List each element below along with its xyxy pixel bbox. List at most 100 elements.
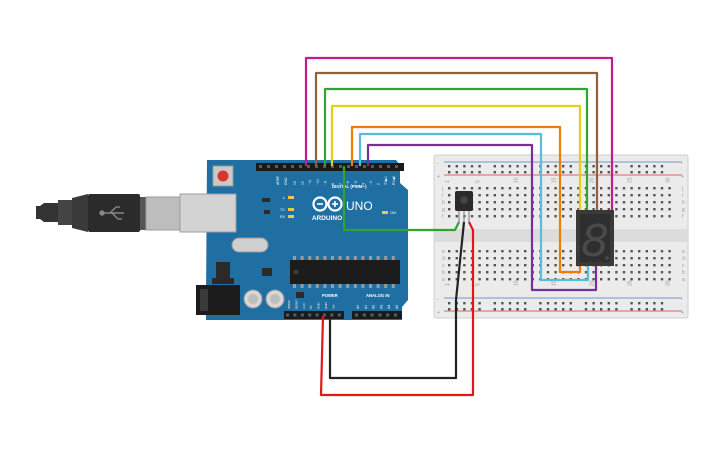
digital-pin-label: ~6	[346, 181, 350, 185]
digital-pin-label: 7	[339, 183, 343, 185]
row-label: b	[682, 270, 685, 276]
power-header	[284, 311, 344, 319]
analog-pin-label: A3	[379, 305, 383, 309]
atmega-chip	[290, 256, 400, 288]
arduino-uno-board[interactable]: ARDUINO UNO DIGITAL (PWM~) POWER ANALOG …	[179, 160, 408, 320]
status-leds	[288, 196, 388, 218]
on-label: ON	[390, 210, 396, 215]
digital-pin-label: 13	[293, 181, 297, 185]
row-label: b	[442, 270, 445, 276]
power-pin-label: 5V	[309, 305, 313, 309]
power-pin-label: RESET	[294, 299, 298, 309]
digital-pin-label: TX▶1	[384, 176, 388, 185]
display-digit: 8	[581, 216, 609, 267]
wire-red[interactable]	[319, 221, 475, 397]
capacitors	[243, 289, 285, 309]
power-label: POWER	[322, 293, 338, 298]
rail-minus-bottom-left: -	[437, 297, 439, 303]
row-label: f	[442, 214, 444, 220]
digital-pin-label: ~5	[354, 181, 358, 185]
digital-pin-label: 12	[301, 181, 305, 185]
digital-pin-label: 8	[331, 183, 335, 185]
wires	[304, 56, 614, 397]
crystal-oscillator	[231, 237, 269, 253]
ir-receiver-sensor[interactable]	[455, 191, 473, 222]
column-number: 5	[475, 180, 481, 183]
led-rx-label: RX	[280, 215, 286, 219]
digital-pin-label: RX◀0	[392, 176, 396, 185]
rail-plus-bottom-right: +	[681, 310, 684, 316]
power-pin-label: 3.3V	[302, 303, 306, 309]
digital-pin-label: ~11	[308, 179, 312, 185]
wire-orange[interactable]	[350, 125, 582, 274]
power-pin-label: Vin	[331, 304, 335, 309]
column-number: 30	[665, 177, 671, 183]
power-pin-label: GND	[317, 302, 321, 310]
column-number: 25	[627, 177, 633, 183]
seven-segment-display[interactable]: 8	[576, 210, 614, 267]
digital-pin-label: 2	[377, 183, 381, 185]
row-label: c	[682, 263, 685, 269]
smd-components	[262, 198, 304, 298]
voltage-regulator	[216, 262, 230, 278]
rail-minus-top-left: -	[437, 161, 439, 167]
wire-purple[interactable]	[366, 143, 598, 292]
rail-plus-top-left: +	[437, 174, 440, 180]
reset-button[interactable]	[212, 165, 234, 187]
decimal-point	[605, 256, 609, 260]
analog-pin-label: A5	[395, 305, 399, 309]
rail-minus-top-right: -	[681, 161, 683, 167]
usb-icon	[99, 206, 124, 220]
column-number: 20	[589, 177, 595, 183]
column-number: 1	[445, 180, 451, 183]
column-number: 10	[513, 280, 519, 286]
wire-black[interactable]	[328, 221, 466, 380]
wire-green-sensor[interactable]	[342, 166, 460, 232]
row-label: e	[682, 249, 685, 255]
column-number: 15	[551, 177, 557, 183]
analog-pin-label: A1	[364, 305, 368, 309]
row-label: a	[442, 277, 445, 283]
wire-yellow[interactable]	[330, 104, 582, 260]
column-number: 25	[627, 280, 633, 286]
column-number: 1	[445, 283, 451, 286]
power-pin-label: GND	[324, 302, 328, 310]
row-label: f	[682, 214, 684, 220]
row-label: i	[442, 193, 443, 199]
gnd-label: GND	[284, 177, 288, 185]
led-l-label: L	[283, 195, 286, 200]
wire-green-top[interactable]	[323, 87, 589, 250]
row-label: g	[442, 207, 445, 213]
model-label: UNO	[346, 199, 373, 213]
aref-label: AREF	[276, 176, 280, 185]
analog-pin-label: A4	[387, 305, 391, 309]
analog-label: ANALOG IN	[366, 293, 390, 298]
row-label: i	[682, 193, 683, 199]
rail-plus-bottom-left: +	[437, 310, 440, 316]
wire-magenta[interactable]	[304, 56, 614, 250]
row-label: g	[682, 207, 685, 213]
rail-minus-bottom-right: -	[681, 297, 683, 303]
wire-brown[interactable]	[314, 71, 599, 250]
brand-label: ARDUINO	[312, 215, 342, 222]
digital-pin-label: 4	[361, 183, 365, 185]
digital-pin-label: ~9	[323, 181, 327, 185]
column-number: 5	[475, 283, 481, 286]
power-rail-lines	[444, 161, 682, 312]
row-label: e	[442, 249, 445, 255]
column-number: 20	[589, 280, 595, 286]
column-number: 10	[513, 177, 519, 183]
digital-header	[256, 163, 404, 171]
row-label: h	[442, 200, 445, 206]
analog-header	[352, 311, 402, 319]
analog-pin-label: A2	[372, 305, 376, 309]
row-label: j	[441, 186, 443, 192]
row-label: c	[442, 263, 445, 269]
usb-b-port	[179, 193, 237, 233]
column-number: 15	[551, 280, 557, 286]
wire-cyan[interactable]	[358, 132, 590, 282]
arduino-logo-icon	[312, 196, 343, 212]
digital-pin-label: ~3	[369, 181, 373, 185]
rail-plus-top-right: +	[681, 174, 684, 180]
